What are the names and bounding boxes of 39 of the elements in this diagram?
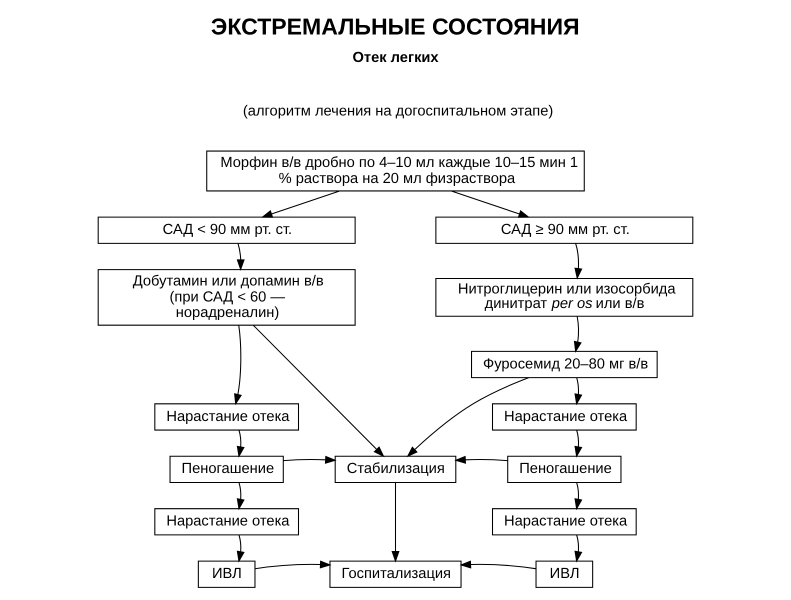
node-box: Добутамин или допамин в/в (при САД < 60 — норадреналин) — [98, 269, 356, 326]
arrow — [574, 316, 582, 353]
arrow — [236, 482, 245, 510]
arrow — [574, 378, 582, 406]
node-box: Нарастание отека — [492, 403, 637, 431]
node-box: ИВЛ — [536, 560, 594, 588]
label: (алгоритм лечения на догоспитальном этапе) — [242, 104, 554, 120]
node-box: ИВЛ — [198, 560, 256, 588]
node-box: Морфин в/в дробно по 4–10 мл каждые 10–15 мин 1 % раствора на 20 мл физраствора — [206, 150, 585, 192]
node-box: Фуросемид 20–80 мг в/в — [471, 350, 658, 378]
arrow — [236, 243, 245, 271]
arrow — [261, 190, 340, 218]
node-box: Нитроглицерин или изосорбида динитрат per os или в/в — [435, 278, 694, 317]
arrow — [236, 534, 245, 563]
node-box: Нарастание отека — [154, 508, 300, 536]
node-box: Нарастание отека — [154, 403, 300, 431]
arrow — [452, 190, 530, 218]
arrow — [574, 534, 582, 563]
node-box: Госпитализация — [329, 560, 462, 588]
arrow — [460, 560, 536, 570]
arrow — [574, 482, 582, 510]
arrow — [391, 482, 400, 563]
node-box: Пеногашение — [170, 456, 284, 483]
node-box: САД < 90 мм рт. ст. — [98, 216, 356, 244]
arrow — [283, 456, 337, 464]
arrow — [574, 430, 582, 458]
arrow — [454, 456, 508, 464]
arrow — [253, 324, 385, 458]
node-box: Стабилизация — [334, 456, 456, 483]
node-box: Нарастание отека — [492, 508, 637, 536]
arrow — [234, 325, 242, 406]
arrow — [574, 243, 582, 280]
label: Отек легких — [352, 50, 439, 66]
diagram-title: ЭКСТРЕМАЛЬНЫЕ СОСТОЯНИЯ — [210, 13, 580, 40]
arrow — [254, 560, 332, 570]
node-box: САД ≥ 90 мм рт. ст. — [435, 216, 694, 244]
arrow — [406, 377, 529, 458]
node-box: Пеногашение — [507, 456, 622, 483]
arrow — [236, 430, 245, 458]
